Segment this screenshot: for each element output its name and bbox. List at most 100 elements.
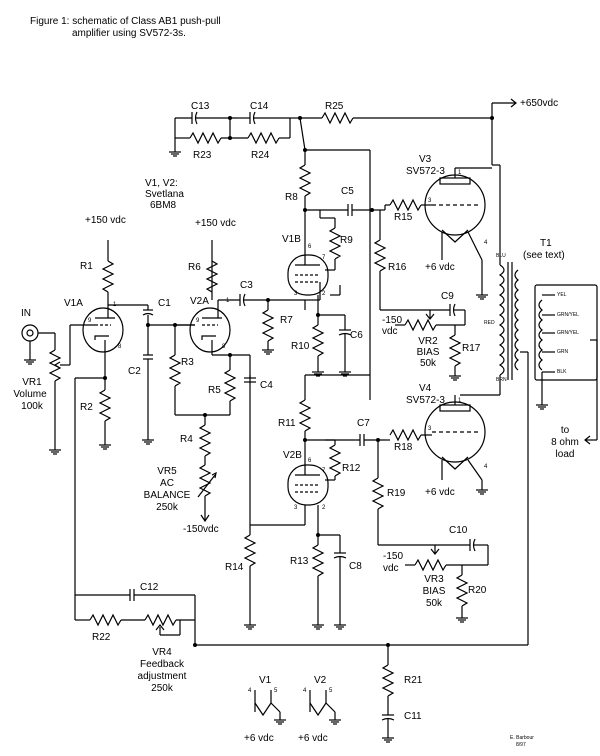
vr3-value: 50k — [425, 598, 443, 609]
r7-label: R7 — [280, 315, 293, 326]
c9-label: C9 — [441, 291, 454, 302]
output-transformer — [460, 164, 598, 645]
c7-label: C7 — [357, 418, 370, 429]
r1-label: R1 — [80, 261, 93, 272]
r18-label: R18 — [394, 442, 413, 453]
r6-label: R6 — [188, 262, 201, 273]
v1-heater-label: V1 — [259, 675, 272, 686]
decoupling-network — [168, 111, 290, 157]
t1-pri-center: RED — [484, 320, 495, 326]
heater-symbols — [254, 690, 342, 725]
pin-v4-fil: 4 — [484, 464, 488, 470]
load-line3: load — [555, 449, 575, 460]
pin-v1b-plate: 6 — [308, 244, 312, 250]
c1-label: C1 — [158, 298, 171, 309]
bias-supply-bottom-label: -150 — [383, 551, 404, 562]
t1-sec-1: YEL — [557, 292, 567, 298]
pin-v4-plate: 1 — [458, 398, 462, 404]
r10-label: R10 — [291, 341, 310, 352]
vr2-name[interactable]: VR2 — [418, 336, 438, 347]
vr4-name[interactable]: VR4 — [152, 647, 172, 658]
vr1-name[interactable]: VR1 — [22, 377, 42, 388]
pin-v1b-cathode: 2 — [322, 291, 326, 297]
filament-v3-label: +6 vdc — [425, 262, 455, 273]
r12-label: R12 — [342, 463, 361, 474]
figure-caption-line2: amplifier using SV572-3s. — [72, 28, 186, 39]
r3-label: R3 — [181, 357, 194, 368]
bias-supply-top-label: -150 — [382, 315, 403, 326]
b-plus-v1a-label: +150 vdc — [85, 215, 126, 226]
load-line1: to — [560, 425, 570, 436]
input-stage — [21, 240, 195, 620]
input-jack-label[interactable]: IN — [21, 308, 31, 319]
r24-label: R24 — [251, 150, 270, 161]
c3-label: C3 — [240, 280, 253, 291]
v2-heater-label: V2 — [314, 675, 327, 686]
load-line2: 8 ohm — [551, 437, 579, 448]
vr5-name[interactable]: VR5 — [157, 466, 177, 477]
v2b-label: V2B — [283, 450, 302, 461]
c11-label: C11 — [404, 711, 422, 722]
pin-v1a-grid: 9 — [88, 318, 92, 324]
pin-v2-heater-a: 4 — [303, 688, 307, 694]
c4-label: C4 — [260, 380, 273, 391]
ac-balance-supply-label: -150vdc — [183, 524, 219, 535]
tube-note-line3: 6BM8 — [150, 200, 177, 211]
c13-label: C13 — [191, 101, 210, 112]
c2-label: C2 — [128, 366, 141, 377]
pin-v2-heater-b: 5 — [329, 688, 333, 694]
t1-sec-4: GRN — [557, 349, 569, 355]
vr4-function-2: adjustment — [137, 671, 187, 682]
vr5-function-2: BALANCE — [143, 490, 191, 501]
driver-top — [287, 148, 374, 377]
r4-label: R4 — [180, 434, 193, 445]
pin-v4-grid: 3 — [428, 426, 432, 432]
v1b-label: V1B — [282, 234, 301, 245]
vr2-function: BIAS — [416, 347, 440, 358]
pin-v2b-plate: 6 — [308, 458, 312, 464]
r23-label: R23 — [193, 150, 212, 161]
pin-v1-heater-b: 5 — [274, 688, 278, 694]
c6-label: C6 — [350, 330, 363, 341]
splitter-stage — [168, 240, 305, 525]
c10-label: C10 — [449, 525, 468, 536]
r16-label: R16 — [388, 262, 407, 273]
tube-note-line2: Svetlana — [145, 189, 184, 200]
r25-label: R25 — [325, 101, 344, 112]
r15-label: R15 — [394, 212, 413, 223]
r20-label: R20 — [468, 585, 487, 596]
pin-v2a-cathode: 8 — [222, 344, 226, 350]
v4-name: V4 — [419, 383, 432, 394]
bias-supply-bottom-unit: vdc — [383, 563, 399, 574]
r19-label: R19 — [387, 488, 406, 499]
c5-label: C5 — [341, 186, 354, 197]
t1-pri-bottom: BRN — [496, 377, 507, 383]
r2-label: R2 — [80, 402, 93, 413]
vr5-function: AC — [160, 478, 174, 489]
b-plus-rail — [289, 98, 517, 165]
r11-label: R11 — [278, 418, 296, 429]
t1-sec-3: GRN/YEL — [557, 330, 579, 336]
pin-v2b-g2: 7 — [322, 468, 326, 474]
r14-label: R14 — [225, 562, 244, 573]
t1-note: (see text) — [523, 250, 565, 261]
vr5-value: 250k — [156, 502, 178, 513]
driver-bottom — [243, 300, 385, 630]
filament-v4-label: +6 vdc — [425, 487, 455, 498]
pin-v3-grid: 3 — [428, 198, 432, 204]
output-bottom — [371, 395, 489, 546]
t1-sec-5: BLK — [557, 369, 567, 375]
vr3-function: BIAS — [422, 586, 446, 597]
bias-top — [395, 303, 466, 381]
t1-sec-2: GRN/YEL — [557, 312, 579, 318]
r9-label: R9 — [340, 235, 353, 246]
pin-v1b-g2: 7 — [322, 255, 326, 261]
pin-v2a-grid: 9 — [196, 318, 200, 324]
vr3-name[interactable]: VR3 — [424, 574, 444, 585]
output-top — [372, 167, 492, 311]
signature-line1: E. Barbour — [510, 735, 534, 741]
v3-name: V3 — [419, 154, 432, 165]
pin-v2b-cathode: 2 — [322, 505, 326, 511]
c14-label: C14 — [250, 101, 269, 112]
